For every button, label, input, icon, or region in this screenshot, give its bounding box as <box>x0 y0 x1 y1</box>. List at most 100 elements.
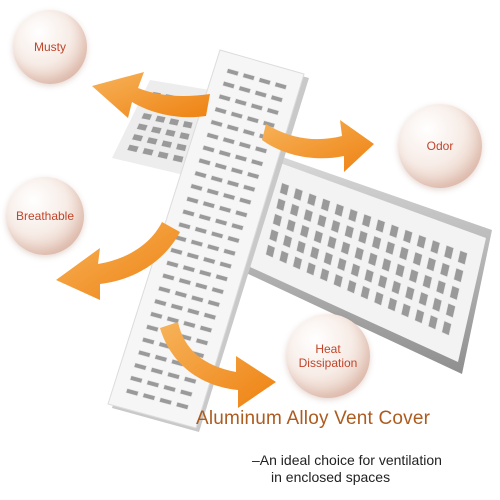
odor-bubble: Odor <box>398 104 482 188</box>
breathable-label: Breathable <box>15 209 75 223</box>
vent-slot <box>174 290 188 299</box>
vent-slot <box>178 277 192 286</box>
vent-slot <box>254 90 268 99</box>
vent-slot <box>175 401 190 410</box>
vent-slot <box>353 246 365 262</box>
vent-slot <box>171 154 185 164</box>
vent-slot <box>295 240 307 255</box>
vent-slot <box>250 158 264 167</box>
vent-slot <box>238 141 252 150</box>
vent-slot <box>414 308 425 324</box>
vent-slot <box>199 324 213 334</box>
vent-slot <box>377 274 388 290</box>
front-vent-slots <box>125 68 288 410</box>
vent-slot <box>373 291 385 307</box>
vent-slot <box>129 375 144 384</box>
vent-slot <box>289 203 300 218</box>
front-vent-cover <box>107 49 309 432</box>
vent-slot <box>170 303 184 312</box>
vent-slot <box>177 221 192 230</box>
heat-dissipation-bubble: Heat Dissipation <box>286 314 370 398</box>
vent-slot <box>162 384 177 393</box>
vent-slot <box>270 94 284 103</box>
vent-slot <box>435 279 447 295</box>
arrow-up-left <box>92 72 210 118</box>
vent-slot <box>279 182 290 197</box>
vent-slot <box>282 234 293 249</box>
vent-slot <box>246 115 260 124</box>
vent-slot <box>361 213 372 228</box>
vent-slot <box>182 320 197 329</box>
vent-slot <box>226 179 240 188</box>
vent-slot <box>230 111 244 120</box>
vent-slot <box>202 200 216 209</box>
vent-slot <box>169 247 184 256</box>
vent-slot <box>347 208 359 223</box>
vent-slot <box>418 291 429 307</box>
odor-label: Odor <box>426 139 454 153</box>
vent-slot <box>222 248 237 257</box>
vent-slot <box>402 229 414 244</box>
vent-slot <box>246 171 260 180</box>
vent-slot <box>388 223 400 239</box>
vent-slot <box>453 267 464 283</box>
vent-slot <box>218 93 232 102</box>
vent-slot <box>140 112 153 121</box>
vent-slot <box>363 268 375 284</box>
vent-slot <box>146 379 160 388</box>
vent-slot <box>206 187 220 197</box>
musty-bubble: Musty <box>13 10 87 84</box>
vent-slot <box>449 285 460 301</box>
vent-slot <box>400 302 412 318</box>
vent-slot <box>166 371 181 380</box>
vent-slot <box>202 256 216 265</box>
vent-slot <box>238 196 252 206</box>
vent-slot <box>303 208 314 223</box>
vent-slot <box>135 122 149 132</box>
vent-slot <box>412 251 423 267</box>
vent-slot <box>198 213 212 222</box>
vent-slot <box>133 362 148 371</box>
vent-slot <box>292 187 304 202</box>
arrow-right-upper <box>262 120 374 172</box>
vent-slot <box>445 302 456 319</box>
vent-slot <box>222 192 236 201</box>
vent-slot <box>275 197 287 212</box>
vent-slot <box>126 143 140 153</box>
vent-slot <box>242 184 256 193</box>
vent-slot <box>215 273 229 282</box>
vent-slot <box>360 285 371 301</box>
vent-slot <box>197 157 212 166</box>
vent-slot <box>182 264 196 273</box>
vent-slot <box>207 299 221 308</box>
vent-slot <box>158 397 173 406</box>
vent-slot <box>398 246 410 261</box>
vent-slot <box>387 296 398 312</box>
vent-slot <box>272 213 283 228</box>
vent-slot <box>160 139 173 149</box>
vent-slot <box>150 367 164 376</box>
vent-slot <box>185 196 200 205</box>
vent-slot <box>186 251 200 260</box>
vent-slot <box>254 145 268 154</box>
vent-slot <box>431 297 443 313</box>
vent-slot <box>427 314 439 330</box>
vent-slot <box>154 115 167 124</box>
vent-slot <box>313 229 324 245</box>
vent-slot <box>190 294 205 303</box>
vent-slot <box>234 154 248 163</box>
vent-slot <box>340 240 351 256</box>
vent-slot <box>141 147 155 157</box>
vent-slot <box>309 245 320 261</box>
vent-slot <box>320 197 331 213</box>
back-vent-cover <box>244 152 492 374</box>
vent-slot <box>268 228 280 243</box>
subline-2: in enclosed spaces <box>271 469 391 485</box>
vent-slot <box>375 218 386 234</box>
vent-slot <box>210 175 224 184</box>
vent-slot <box>211 286 225 295</box>
vent-slot <box>218 205 232 214</box>
vent-slot <box>242 128 256 137</box>
vent-slot <box>145 136 159 146</box>
vent-slot <box>195 337 209 346</box>
